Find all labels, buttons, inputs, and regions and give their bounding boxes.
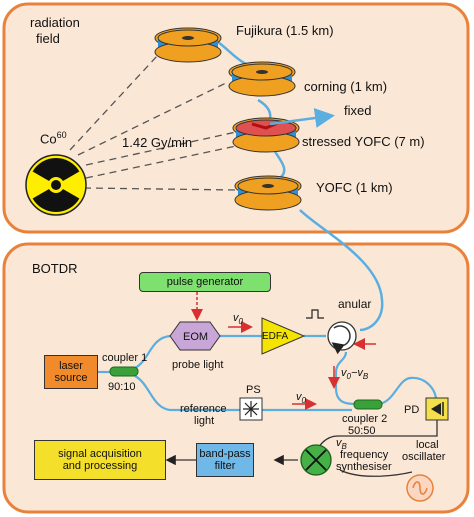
spool-corning-icon — [228, 61, 296, 97]
v0-minus-vb-label: v0−vB — [341, 367, 369, 382]
pulse-shape-icon — [306, 309, 324, 319]
bandpass-line2: filter — [214, 460, 236, 472]
radiation-field-title-line1: radiation — [30, 15, 80, 30]
radiation-hazard-icon — [25, 154, 87, 216]
spool-fujikura-icon — [154, 27, 222, 63]
fiber-path — [217, 41, 384, 332]
coupler1-ratio: 90:10 — [108, 381, 136, 393]
fixed-label: fixed — [344, 103, 372, 118]
cobalt-source-label: Co60 — [40, 130, 67, 147]
anular-label: anular — [338, 297, 372, 311]
spool-label-fujikura: Fujikura (1.5 km) — [236, 23, 334, 38]
mixer-icon — [300, 444, 332, 476]
line-osc-mixer — [339, 469, 413, 477]
vb-label: vB — [336, 437, 347, 452]
bandpass-line1: band-pass — [199, 448, 251, 460]
v0-reference-label: v0 — [296, 391, 306, 406]
spool-label-corning: corning (1 km) — [304, 79, 388, 94]
v0-minus-vb-subb: B — [362, 372, 369, 382]
signal-line1: signal acquisition — [58, 448, 142, 460]
pd-block — [425, 397, 449, 421]
signal-line2: and processing — [62, 460, 138, 472]
eom-label: EOM — [183, 331, 209, 343]
spool-yofc-icon — [234, 175, 302, 211]
ps-label: PS — [246, 384, 261, 396]
dose-rate-label: 1.42 Gy/min — [122, 135, 193, 150]
edfa-label: EDFA — [262, 331, 289, 342]
laser-line2: source — [54, 372, 88, 384]
spool-stressed-yofc-icon — [232, 117, 300, 153]
bandpass-filter-block: band-pass filter — [196, 443, 254, 477]
coupler2-label: coupler 2 — [342, 413, 388, 425]
pd-label: PD — [404, 404, 420, 416]
coupler1-block — [109, 366, 139, 377]
radiation-field-panel — [2, 2, 470, 234]
local-oscillator-icon — [406, 474, 434, 502]
radiation-lines — [69, 54, 237, 191]
spool-label-stressed-yofc: stressed YOFC (7 m) — [302, 134, 425, 149]
fixed-arrow — [269, 108, 335, 128]
probe-light-label: probe light — [172, 359, 224, 371]
reference-light-line2: light — [194, 415, 215, 427]
v0-reference-sub: 0 — [301, 396, 306, 406]
coupler2-ratio: 50:50 — [348, 425, 376, 437]
reference-light-line1: reference — [180, 403, 227, 415]
local-oscillator-line2: oscillater — [402, 451, 446, 463]
laser-line1: laser — [59, 360, 83, 372]
fiber-coupler1-eom — [134, 334, 171, 369]
spool-label-yofc: YOFC (1 km) — [316, 180, 393, 195]
ps-block — [239, 397, 263, 421]
frequency-synth-line2: synthesiser — [336, 461, 392, 473]
edfa-block — [261, 317, 306, 355]
coupler1-label: coupler 1 — [102, 352, 148, 364]
botdr-title: BOTDR — [32, 261, 78, 276]
fiber-coupler1-ps — [134, 375, 240, 412]
vb-sub: B — [341, 442, 347, 452]
pulse-generator-block: pulse generator — [139, 272, 271, 292]
coupler2-block — [353, 399, 383, 410]
local-oscillator-line1: local — [416, 439, 439, 451]
eom-block — [169, 321, 221, 351]
laser-source-block: laser source — [44, 355, 98, 389]
radiation-field-title-line2: field — [36, 31, 60, 46]
circulator-icon — [327, 321, 357, 355]
v0-probe-sub: 0 — [238, 317, 243, 327]
v0-minus-vb-sub0: 0 — [346, 372, 351, 382]
frequency-synth-line1: frequency — [340, 449, 389, 461]
fiber-coupler2-pd — [379, 376, 438, 406]
signal-acquisition-block: signal acquisition and processing — [34, 440, 166, 480]
cobalt-source-sup: 60 — [56, 130, 67, 140]
v0-probe-label: v0 — [233, 312, 243, 327]
